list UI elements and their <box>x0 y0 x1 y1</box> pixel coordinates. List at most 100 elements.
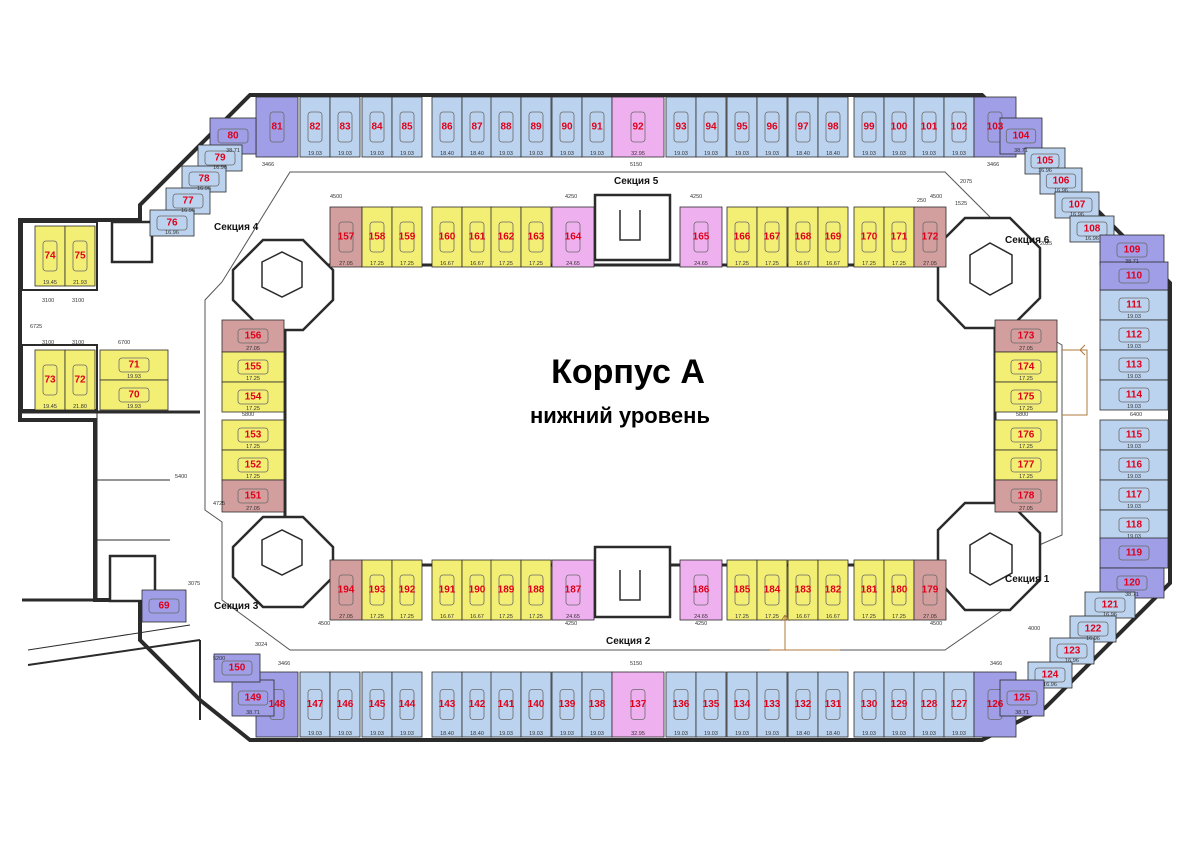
parking-spot-69[interactable] <box>141 589 187 623</box>
parking-spot-86[interactable] <box>431 96 463 158</box>
parking-spot-74[interactable] <box>34 225 66 287</box>
parking-spot-172[interactable] <box>913 206 947 268</box>
parking-spot-81[interactable] <box>255 96 299 158</box>
parking-spot-187[interactable] <box>551 559 595 621</box>
parking-spot-146[interactable] <box>329 671 361 738</box>
parking-spot-178[interactable] <box>994 479 1058 513</box>
parking-spot-151[interactable] <box>221 479 285 513</box>
parking-spot-137[interactable] <box>611 671 665 738</box>
parking-spot-129[interactable] <box>883 671 915 738</box>
parking-spot-167[interactable] <box>756 206 788 268</box>
parking-spot-71[interactable] <box>99 349 169 381</box>
parking-spot-116[interactable] <box>1099 449 1169 481</box>
parking-spot-183[interactable] <box>787 559 819 621</box>
parking-spot-85[interactable] <box>391 96 423 158</box>
parking-spot-100[interactable] <box>883 96 915 158</box>
parking-spot-101[interactable] <box>913 96 945 158</box>
parking-spot-160[interactable] <box>431 206 463 268</box>
parking-spot-182[interactable] <box>817 559 849 621</box>
parking-spot-110[interactable] <box>1099 261 1169 291</box>
parking-spot-130[interactable] <box>853 671 885 738</box>
parking-spot-76[interactable] <box>149 209 195 237</box>
parking-spot-136[interactable] <box>665 671 697 738</box>
parking-spot-140[interactable] <box>520 671 552 738</box>
parking-spot-96[interactable] <box>756 96 788 158</box>
parking-spot-82[interactable] <box>299 96 331 158</box>
parking-spot-139[interactable] <box>551 671 583 738</box>
parking-spot-155[interactable] <box>221 351 285 383</box>
parking-spot-150[interactable] <box>213 653 261 683</box>
parking-spot-72[interactable] <box>64 349 96 411</box>
parking-spot-158[interactable] <box>361 206 393 268</box>
parking-spot-121[interactable] <box>1084 591 1136 619</box>
parking-spot-181[interactable] <box>853 559 885 621</box>
parking-spot-111[interactable] <box>1099 289 1169 321</box>
parking-spot-98[interactable] <box>817 96 849 158</box>
parking-spot-113[interactable] <box>1099 349 1169 381</box>
parking-spot-94[interactable] <box>695 96 727 158</box>
parking-spot-93[interactable] <box>665 96 697 158</box>
parking-spot-190[interactable] <box>461 559 493 621</box>
parking-spot-143[interactable] <box>431 671 463 738</box>
parking-spot-107[interactable] <box>1054 191 1100 219</box>
parking-spot-135[interactable] <box>695 671 727 738</box>
parking-spot-191[interactable] <box>431 559 463 621</box>
parking-spot-92[interactable] <box>611 96 665 158</box>
parking-spot-125[interactable] <box>999 679 1045 717</box>
parking-spot-159[interactable] <box>391 206 423 268</box>
parking-spot-97[interactable] <box>787 96 819 158</box>
parking-spot-175[interactable] <box>994 381 1058 413</box>
parking-spot-91[interactable] <box>581 96 613 158</box>
parking-spot-188[interactable] <box>520 559 552 621</box>
parking-spot-149[interactable] <box>231 679 275 717</box>
parking-spot-164[interactable] <box>551 206 595 268</box>
parking-spot-109[interactable] <box>1099 234 1165 266</box>
parking-spot-73[interactable] <box>34 349 66 411</box>
parking-spot-114[interactable] <box>1099 379 1169 411</box>
parking-spot-133[interactable] <box>756 671 788 738</box>
parking-spot-95[interactable] <box>726 96 758 158</box>
parking-spot-179[interactable] <box>913 559 947 621</box>
parking-spot-177[interactable] <box>994 449 1058 481</box>
parking-spot-154[interactable] <box>221 381 285 413</box>
parking-spot-163[interactable] <box>520 206 552 268</box>
parking-spot-142[interactable] <box>461 671 493 738</box>
parking-spot-165[interactable] <box>679 206 723 268</box>
parking-spot-194[interactable] <box>329 559 363 621</box>
parking-spot-112[interactable] <box>1099 319 1169 351</box>
parking-spot-131[interactable] <box>817 671 849 738</box>
parking-spot-156[interactable] <box>221 319 285 353</box>
parking-spot-145[interactable] <box>361 671 393 738</box>
parking-spot-102[interactable] <box>943 96 975 158</box>
parking-spot-117[interactable] <box>1099 479 1169 511</box>
parking-spot-171[interactable] <box>883 206 915 268</box>
parking-spot-84[interactable] <box>361 96 393 158</box>
parking-spot-170[interactable] <box>853 206 885 268</box>
parking-spot-106[interactable] <box>1039 167 1083 195</box>
parking-spot-168[interactable] <box>787 206 819 268</box>
parking-spot-128[interactable] <box>913 671 945 738</box>
parking-spot-141[interactable] <box>490 671 522 738</box>
parking-spot-180[interactable] <box>883 559 915 621</box>
parking-spot-193[interactable] <box>361 559 393 621</box>
parking-spot-87[interactable] <box>461 96 493 158</box>
parking-spot-119[interactable] <box>1099 537 1169 569</box>
parking-spot-161[interactable] <box>461 206 493 268</box>
parking-spot-138[interactable] <box>581 671 613 738</box>
parking-spot-192[interactable] <box>391 559 423 621</box>
parking-spot-184[interactable] <box>756 559 788 621</box>
parking-spot-70[interactable] <box>99 379 169 411</box>
parking-spot-118[interactable] <box>1099 509 1169 541</box>
parking-spot-186[interactable] <box>679 559 723 621</box>
parking-spot-166[interactable] <box>726 206 758 268</box>
parking-spot-134[interactable] <box>726 671 758 738</box>
parking-spot-185[interactable] <box>726 559 758 621</box>
parking-spot-83[interactable] <box>329 96 361 158</box>
parking-spot-169[interactable] <box>817 206 849 268</box>
parking-spot-75[interactable] <box>64 225 96 287</box>
parking-spot-144[interactable] <box>391 671 423 738</box>
parking-spot-115[interactable] <box>1099 419 1169 451</box>
parking-spot-104[interactable] <box>999 117 1043 155</box>
parking-spot-89[interactable] <box>520 96 552 158</box>
parking-spot-90[interactable] <box>551 96 583 158</box>
